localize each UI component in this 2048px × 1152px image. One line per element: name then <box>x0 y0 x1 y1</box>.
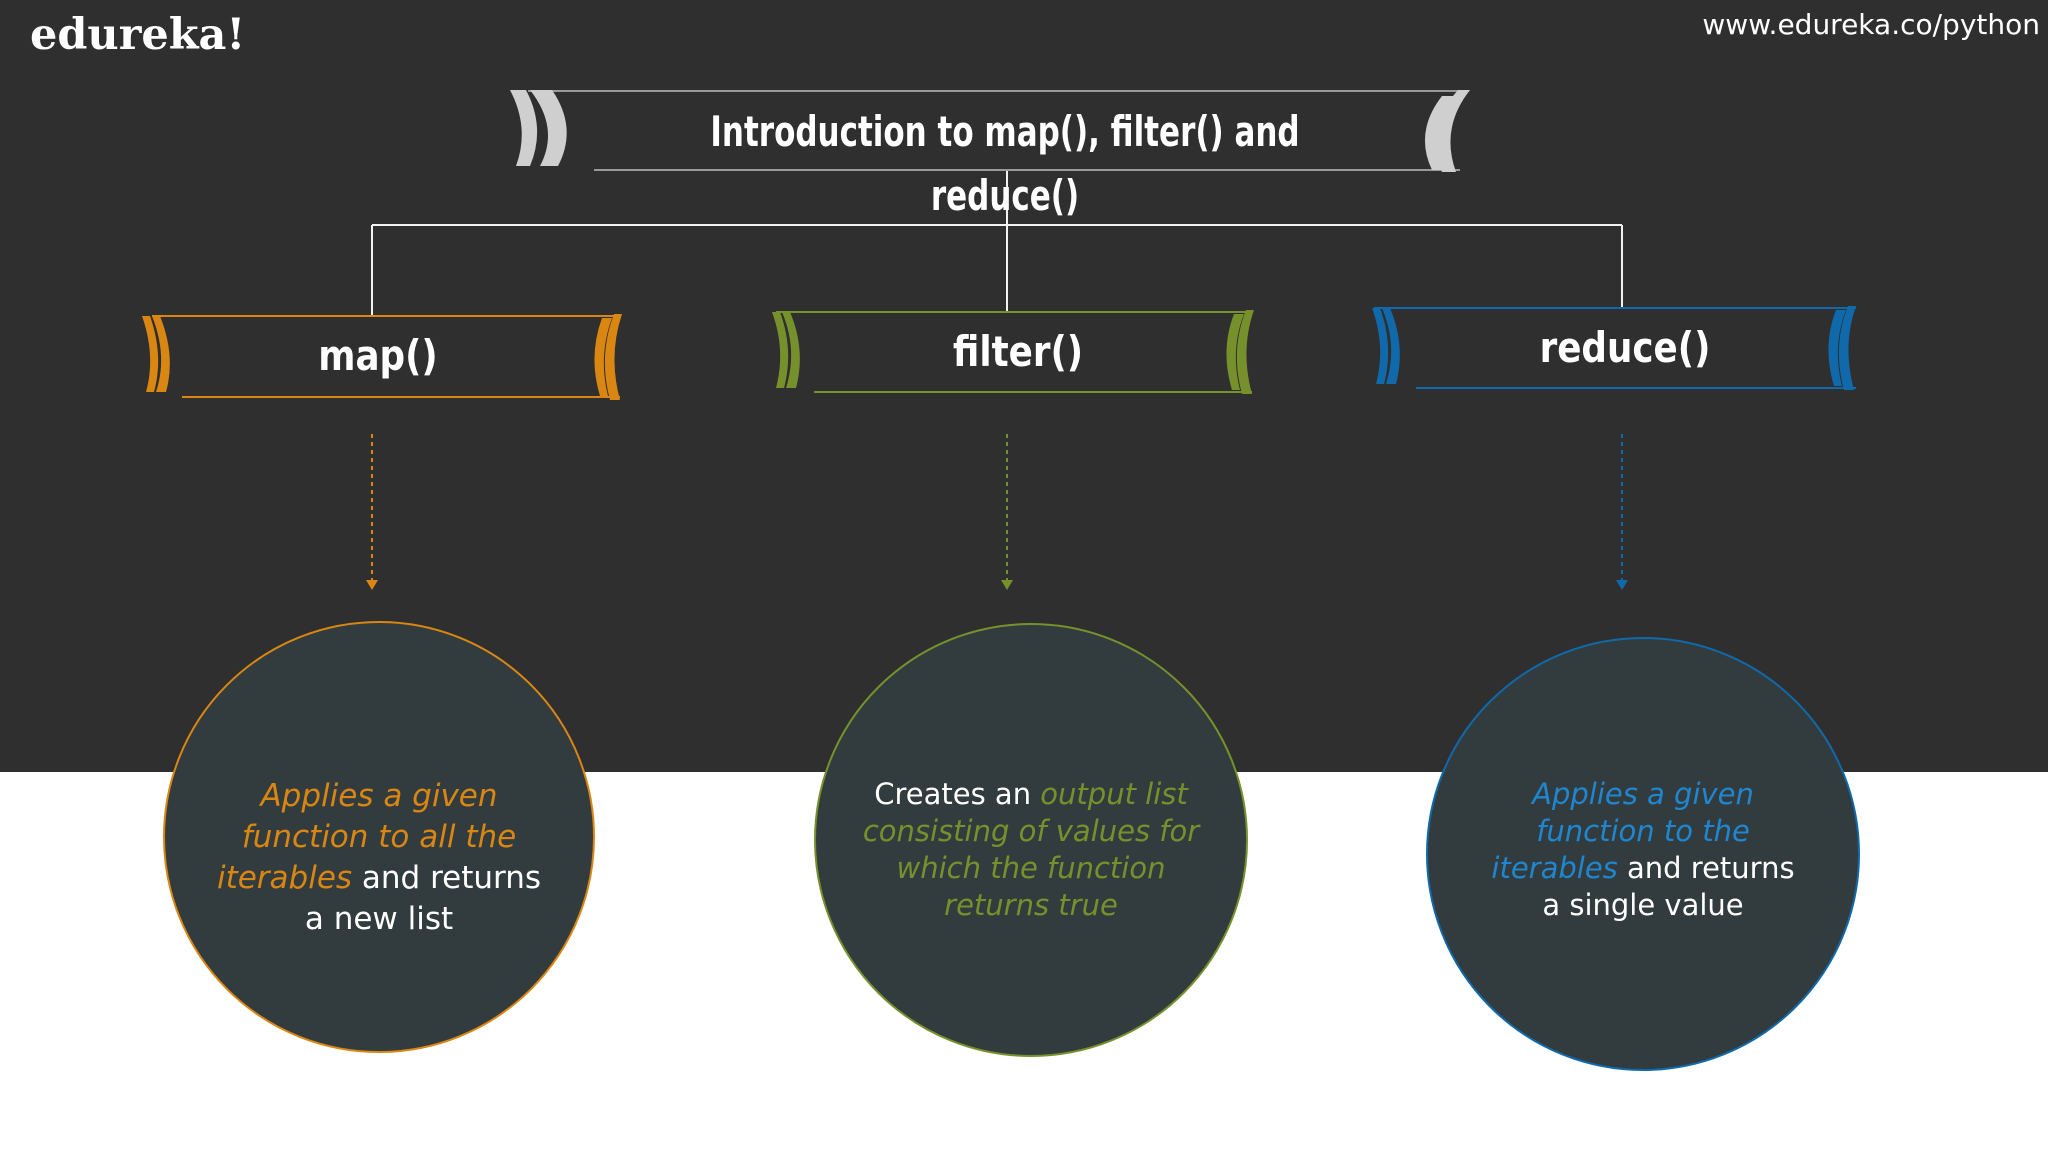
map-description-rest: and returns a new list <box>304 860 542 937</box>
edureka-logo: edureka! <box>30 10 246 60</box>
reduce-description: Applies a given function to the iterable… <box>1480 776 1806 924</box>
page-title: Introduction to map(), filter() and redu… <box>710 107 1300 220</box>
title-left-bracket <box>510 90 538 166</box>
map-description: Applies a given function to all the iter… <box>214 776 544 940</box>
reduce-label: reduce() <box>1539 323 1711 372</box>
map-label: map() <box>318 331 438 380</box>
reduce-description-rest: and returns a single value <box>1542 851 1795 922</box>
filter-description-lead: Creates an <box>874 777 1041 811</box>
filter-circle <box>814 623 1248 1057</box>
filter-label: filter() <box>952 327 1084 376</box>
filter-description-highlight: output list consisting of values for whi… <box>862 777 1200 922</box>
reduce-circle <box>1426 637 1860 1071</box>
reduce-description-highlight: Applies a given function to the iterable… <box>1491 777 1754 885</box>
filter-description: Creates an output list consisting of val… <box>862 776 1200 924</box>
map-banner <box>142 314 622 400</box>
title-banner <box>510 90 1470 172</box>
website-url: www.edureka.co/python <box>1702 8 2040 41</box>
tree-connectors <box>371 171 1623 316</box>
reduce-arrow <box>1616 434 1628 590</box>
map-arrow <box>366 434 378 590</box>
map-circle <box>163 621 595 1053</box>
map-description-highlight: Applies a given function to all the iter… <box>216 778 517 896</box>
reduce-banner <box>1372 306 1856 390</box>
filter-arrow <box>1001 434 1013 590</box>
filter-banner <box>772 310 1254 394</box>
